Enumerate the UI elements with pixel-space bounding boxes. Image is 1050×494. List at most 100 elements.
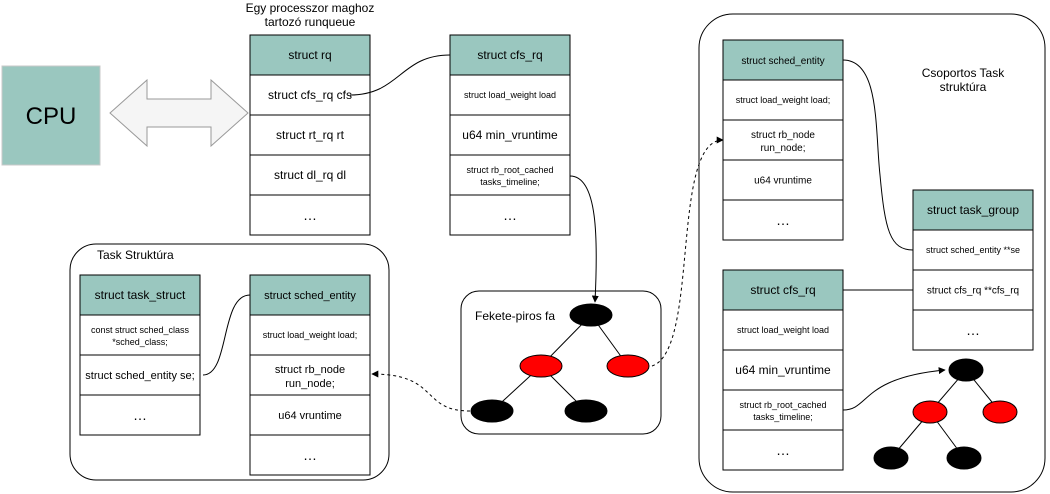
connector-group-se (842, 59, 914, 251)
group-rb-tree (873, 358, 1018, 470)
table-cell-text: tasks_timeline; (753, 412, 813, 422)
table-cell-text: struct rb_node (275, 364, 345, 376)
table-row (449, 154, 571, 196)
table-row (722, 199, 844, 241)
group-structure-title-line-2: struktúra (940, 80, 987, 94)
table-header-label: struct cfs_rq (477, 48, 542, 62)
table-cell-text: … (303, 447, 317, 463)
table-row (722, 429, 844, 471)
table-header-label: struct sched_entity (741, 56, 824, 67)
table-row (912, 229, 1034, 271)
table-row (722, 349, 844, 391)
table-row (722, 119, 844, 161)
black-node (946, 446, 982, 470)
table-header (912, 189, 1034, 231)
black-node (569, 303, 613, 327)
cpu-label: CPU (26, 103, 77, 130)
rq-caption-line-2: tartozó runqueue (265, 15, 356, 29)
table-cell-text: struct load_weight load; (263, 330, 358, 340)
connector-group-timeline-to-tree (842, 367, 946, 411)
connector-task-se (202, 294, 251, 376)
table-header-label: struct rq (288, 48, 331, 62)
table-row (722, 79, 844, 121)
table-row (722, 309, 844, 351)
table-header (722, 269, 844, 311)
table-cell-text: struct rb_node (751, 130, 815, 141)
rq-caption-line-1: Egy processzor maghoz (246, 1, 375, 15)
table-cell-text: struct dl_rq dl (274, 168, 346, 182)
cpu-box (1, 65, 101, 166)
table-header (249, 274, 371, 316)
table-header (79, 274, 201, 316)
connector-tree-to-group-runnode (651, 136, 724, 367)
black-node (564, 399, 608, 423)
table-row (449, 194, 571, 236)
table-header (722, 39, 844, 81)
table-header-label: struct task_group (927, 203, 1019, 217)
table-cell-text: *sched_class; (112, 337, 168, 347)
table-row (249, 354, 371, 396)
rbtree-title: Fekete-piros fa (475, 309, 555, 323)
table-row (79, 314, 201, 356)
table-cell-text: u64 min_vruntime (462, 128, 558, 142)
table-header-label: struct task_struct (95, 288, 186, 302)
table-cell-text: u64 min_vruntime (735, 363, 831, 377)
group-structure-title-line-1: Csoportos Task (922, 66, 1005, 80)
table-row (449, 114, 571, 156)
table-row (722, 389, 844, 431)
cpu-rq-double-arrow (109, 78, 249, 148)
table-row (249, 194, 371, 236)
red-node (912, 400, 948, 424)
table-row (449, 74, 571, 116)
black-node (873, 446, 909, 470)
table-header-label: struct sched_entity (264, 290, 356, 302)
table-cell-text: struct sched_entity **se (926, 245, 1020, 255)
table-cell-text: … (133, 407, 147, 423)
table-cell-text: … (303, 207, 317, 223)
table-cell-text: tasks_timeline; (480, 177, 540, 187)
connector-rq-cfs (349, 54, 451, 96)
table-cell-text: … (503, 207, 517, 223)
table-cell-text: struct load_weight load; (736, 95, 831, 105)
table-row (249, 394, 371, 436)
table-row (249, 434, 371, 476)
table-header (449, 34, 571, 76)
table-row (912, 309, 1034, 351)
table-cell-text: u64 vruntime (754, 176, 812, 187)
table-row (79, 394, 201, 436)
connector-timeline-to-tree (569, 175, 599, 303)
table-cell-text: … (966, 322, 980, 338)
table-cell-text: run_node; (760, 143, 805, 154)
table-cell-text: struct sched_entity se; (85, 370, 194, 382)
red-node (606, 354, 650, 378)
table-cell-text: struct rb_root_cached (466, 165, 553, 175)
table-cell-text: struct rb_root_cached (739, 400, 826, 410)
table-cell-text: … (776, 442, 790, 458)
table-cell-text: u64 vruntime (278, 410, 342, 422)
table-cell-text: … (776, 212, 790, 228)
red-node (519, 354, 563, 378)
main-rb-tree (470, 303, 650, 423)
table-cell-text: struct cfs_rq cfs (268, 88, 352, 102)
task-structure-title: Task Struktúra (97, 248, 174, 262)
table-row (249, 314, 371, 356)
struct-rq-table: struct rq struct cfs_rq cfs struct rt_rq r… (249, 34, 371, 236)
connector-tree-to-task-runnode (371, 370, 471, 412)
table-cell-text: run_node; (285, 378, 335, 390)
table-row (79, 354, 201, 396)
red-node (982, 400, 1018, 424)
table-cell-text: struct rt_rq rt (276, 128, 345, 142)
black-node (470, 399, 514, 423)
table-cell-text: struct load_weight load (737, 325, 829, 335)
table-cell-text: struct cfs_rq **cfs_rq (927, 286, 1019, 297)
black-node (948, 358, 984, 382)
table-row (722, 159, 844, 201)
table-cell-text: const struct sched_class (91, 325, 190, 335)
